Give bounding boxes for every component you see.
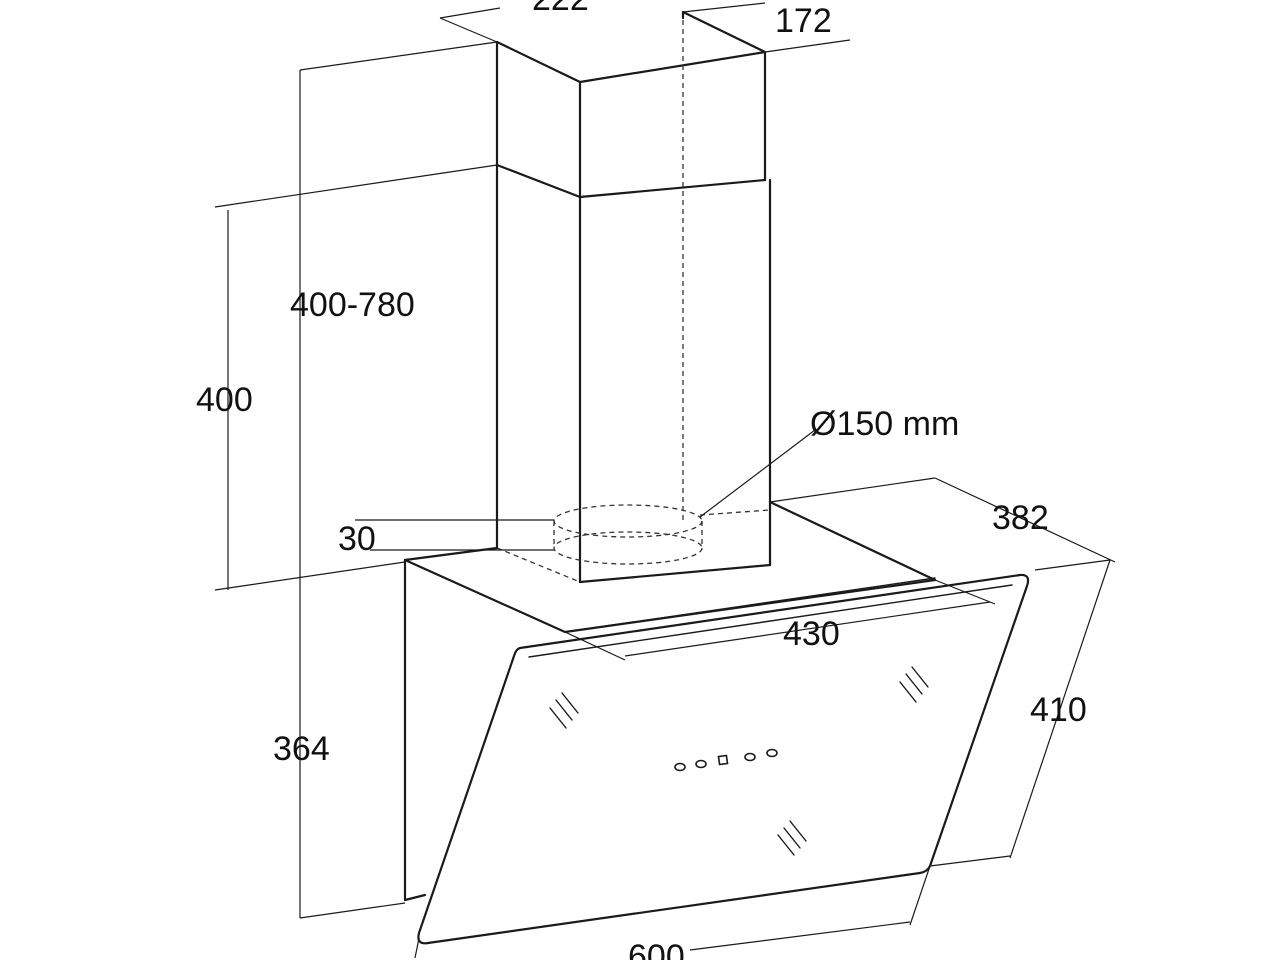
label-outlet-offset: 30 [338,520,376,558]
glass-panel [417,573,1030,945]
glare-marks [549,666,929,856]
label-lower-chimney-height: 400 [196,381,253,419]
label-hood-width: 600 [628,938,685,960]
control-button-1[interactable] [674,762,686,772]
label-chimney-height-range: 400-780 [290,286,415,324]
label-chimney-width: 222 [532,0,589,18]
control-button-2[interactable] [695,759,707,769]
control-panel [674,748,778,772]
upper-chimney [495,10,767,550]
control-button-square[interactable] [717,754,729,766]
dimension-labels: 222 172 400-780 400 30 Ø150 mm 382 430 4… [196,0,1087,960]
label-inner-depth: 430 [783,615,840,653]
control-button-3[interactable] [744,752,756,762]
dimension-lines [214,2,1116,959]
label-body-depth: 382 [992,499,1049,537]
label-outlet-diameter: Ø150 mm [810,405,959,443]
lower-chimney [496,20,772,584]
label-glass-height: 410 [1030,691,1087,729]
label-chimney-depth: 172 [775,2,832,40]
control-button-4[interactable] [766,748,778,758]
duct-outlet [553,504,703,565]
label-hood-height: 364 [273,730,330,768]
